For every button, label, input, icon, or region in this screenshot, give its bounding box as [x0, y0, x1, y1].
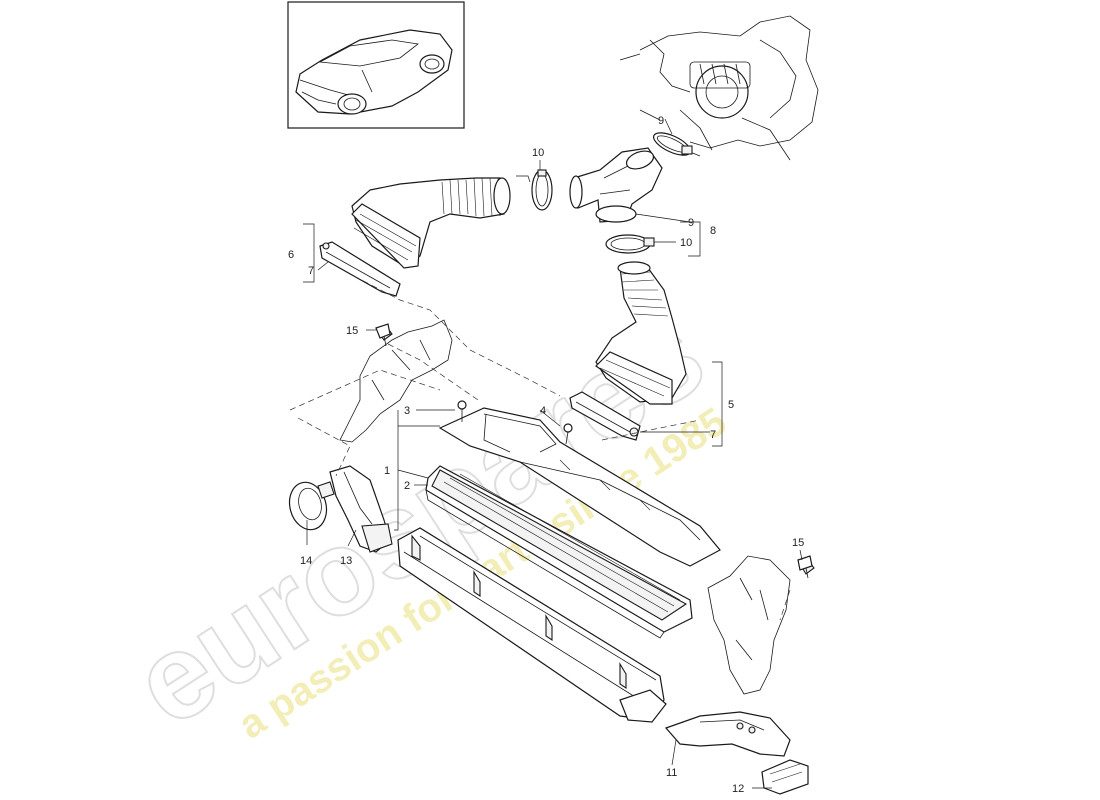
seal-ring-14: [288, 481, 335, 531]
callout-4: 4: [540, 405, 546, 417]
clamp-10-lower: [605, 234, 655, 254]
filter-housing-lower: [397, 527, 667, 723]
callout-10-upper: 10: [532, 147, 544, 159]
screw-15-left: [375, 323, 391, 347]
callout-1: 1: [384, 465, 390, 477]
callout-6: 6: [288, 249, 294, 261]
intake-hose-left-6: [351, 177, 511, 269]
callout-13: 13: [340, 555, 352, 567]
callout-5: 5: [728, 399, 734, 411]
clamp-9-upper: [652, 132, 693, 156]
screw-4: [563, 423, 573, 445]
support-bracket-right: [707, 555, 815, 695]
support-bracket-left: [339, 319, 453, 443]
callout-labels: 1 2 3 4 5 6 7 7 8 9 9 10 10 11 12 13 14 …: [288, 115, 804, 795]
callout-14: 14: [300, 555, 312, 567]
intake-hose-right-5: [595, 261, 687, 405]
callout-8: 8: [710, 225, 716, 237]
callout-15-left: 15: [346, 325, 358, 337]
callout-3: 3: [404, 405, 410, 417]
vehicle-thumbnail: [287, 1, 465, 129]
callout-12: 12: [732, 783, 744, 795]
seal-7-left: [319, 241, 401, 297]
callout-2: 2: [404, 480, 410, 492]
air-filter-element-2: [425, 465, 693, 639]
screw-15-right: [797, 555, 813, 579]
assembly-lines: [289, 275, 791, 621]
callout-9-lower: 9: [688, 217, 694, 229]
callout-15-right: 15: [792, 537, 804, 549]
callout-7-left: 7: [308, 265, 314, 277]
seal-12: [761, 759, 809, 795]
duct-11: [664, 711, 791, 757]
filter-cover-upper-1: [438, 407, 721, 567]
engine-background: [619, 15, 819, 161]
callout-10-lower: 10: [680, 237, 692, 249]
clamp-10-upper: [531, 169, 553, 211]
callout-11: 11: [666, 767, 677, 779]
callout-9-upper: 9: [658, 115, 664, 127]
screw-3: [457, 400, 467, 422]
seal-7-right: [569, 391, 641, 441]
air-duct-13: [329, 465, 393, 553]
y-piece-8: [569, 147, 663, 223]
leader-lines: [303, 118, 803, 789]
callout-7-right: 7: [710, 429, 716, 441]
